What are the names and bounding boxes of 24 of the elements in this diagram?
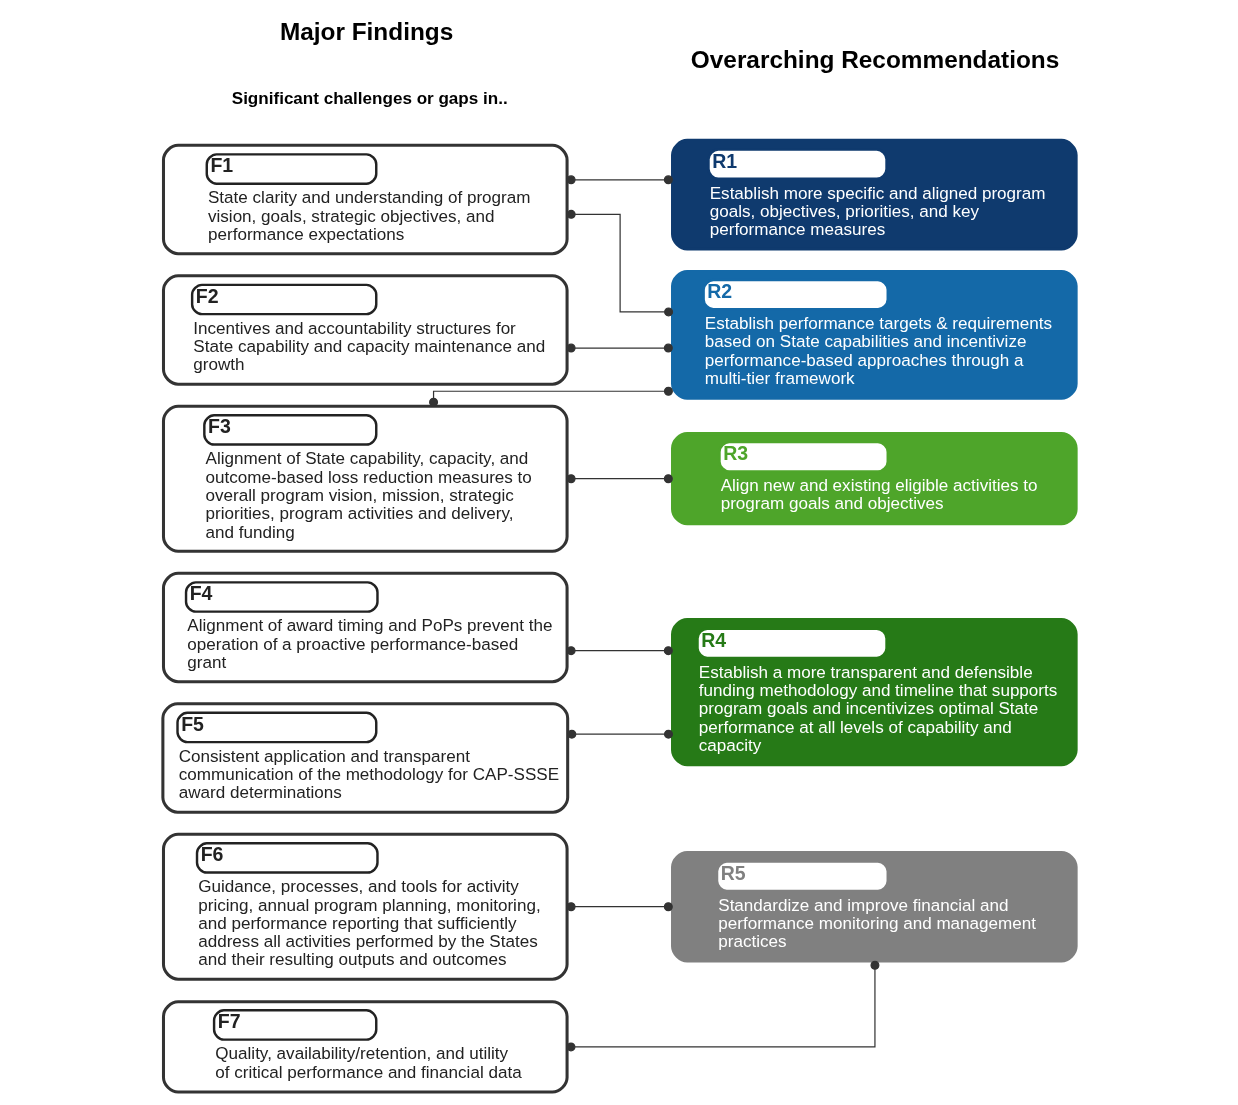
connector xyxy=(566,175,673,185)
connector xyxy=(566,729,673,739)
label: Overarching Recommendations xyxy=(690,45,1059,73)
node-box: F7 Quality, availability/retention, and utility of critical performance and financial data xyxy=(161,1000,569,1094)
connector xyxy=(566,474,673,484)
connector xyxy=(566,646,673,656)
connector xyxy=(566,209,673,317)
node-box: R2 Establish performance targets & requirements based on State capabilities and incentivize performance-based approaches through a multi-tier framework xyxy=(670,269,1078,400)
node-box: F2 Incentives and accountability structures for State capability and capacity maintenance and growth xyxy=(161,274,569,386)
connector xyxy=(428,386,673,407)
node-box: R4 Establish a more transparent and defensible funding methodology and timeline that supports program goals and incentivizes optimal State performance at all levels of capability and capacity xyxy=(670,618,1078,767)
node-box: F3 Alignment of State capability, capacity, and outcome-based loss reduction measures to overall program vision, mission, strategic priorities, program activities and delivery, and funding xyxy=(161,404,569,553)
connector xyxy=(566,343,673,353)
node-box: F5 Consistent application and transparent communication of the methodology for CAP-SSSE award determinations xyxy=(160,702,569,814)
node-box: F6 Guidance, processes, and tools for activity pricing, annual program planning, monitoring, and performance reporting that sufficiently address all activities performed by the States and their resulting outputs and outcomes xyxy=(161,832,569,981)
node-box: F1 State clarity and understanding of program vision, goals, strategic objectives, and performance expectations xyxy=(161,143,569,256)
connector xyxy=(565,960,879,1052)
node-box: F4 Alignment of award timing and PoPs prevent the operation of a proactive performance-based grant xyxy=(161,571,569,684)
label: Major Findings xyxy=(279,17,453,45)
connector xyxy=(566,902,673,912)
node-box: R1 Establish more specific and aligned program goals, objectives, priorities, and key performance measures xyxy=(670,138,1078,251)
node-box: R3 Align new and existing eligible activities to program goals and objectives xyxy=(670,432,1078,526)
node-box: R5 Standardize and improve financial and performance monitoring and management practices xyxy=(670,850,1078,963)
label: Significant challenges or gaps in.. xyxy=(231,89,508,109)
